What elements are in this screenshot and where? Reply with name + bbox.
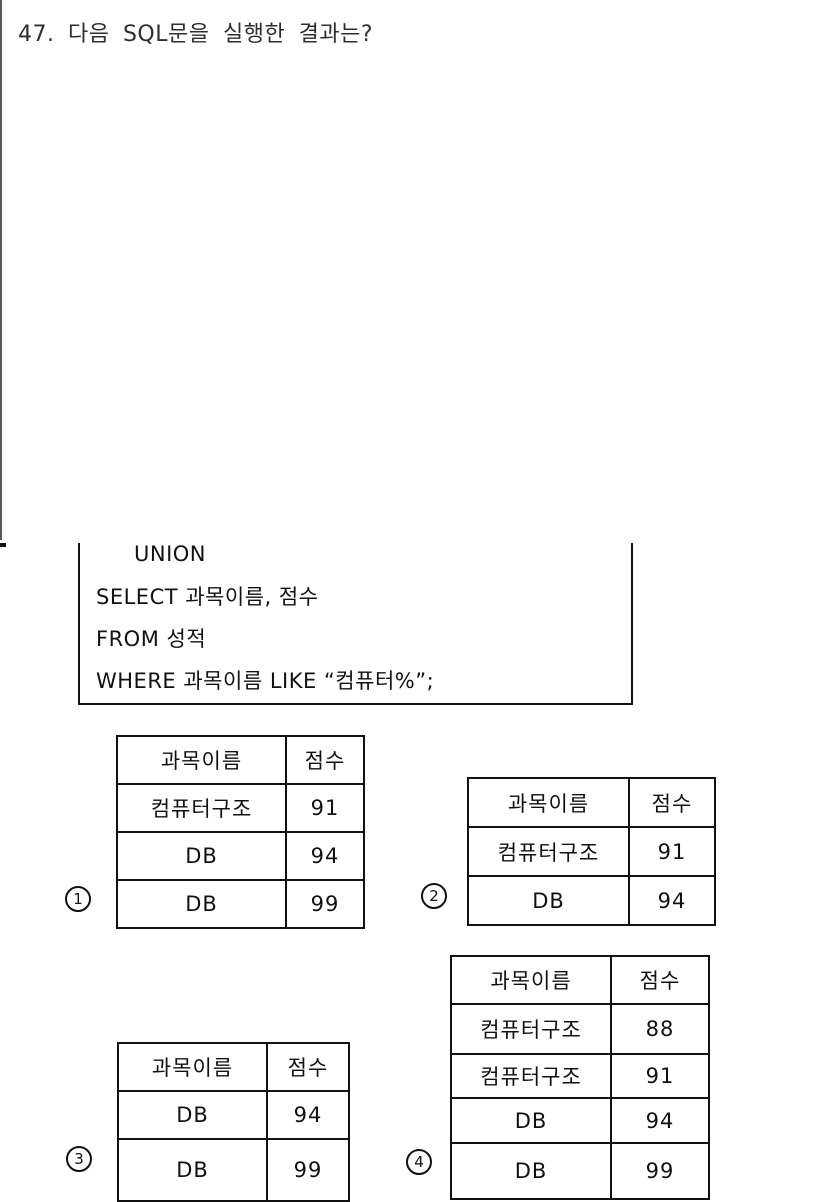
option-3-number: 3 — [74, 1150, 84, 1168]
cell-score: 91 — [628, 826, 716, 877]
column-header-subject: 과목이름 — [450, 955, 612, 1005]
cell-score: 91 — [285, 783, 365, 833]
cell-score: 94 — [610, 1097, 710, 1144]
table-row: 컴퓨터구조 91 — [116, 783, 365, 833]
sql-line-from: FROM 성적 — [96, 627, 207, 651]
cell-score: 99 — [610, 1142, 710, 1200]
cell-subject: 컴퓨터구조 — [450, 1003, 612, 1055]
option-2-marker: 2 — [421, 883, 447, 909]
column-header-score: 점수 — [628, 777, 716, 828]
table-row: DB 94 — [450, 1097, 710, 1144]
table-header-row: 과목이름 점수 — [467, 777, 716, 828]
option-4-table: 과목이름 점수 컴퓨터구조 88 컴퓨터구조 91 DB 94 DB 99 — [450, 955, 710, 1200]
option-2-table: 과목이름 점수 컴퓨터구조 91 DB 94 — [467, 777, 716, 926]
question-title: 47. 다음 SQL문을 실행한 결과는? — [18, 22, 374, 47]
option-1-number: 1 — [73, 890, 83, 908]
option-4-number: 4 — [414, 1153, 424, 1171]
table-header-row: 과목이름 점수 — [116, 735, 365, 785]
cell-score: 88 — [610, 1003, 710, 1055]
column-header-subject: 과목이름 — [117, 1042, 268, 1092]
table-row: 컴퓨터구조 88 — [450, 1003, 710, 1055]
cell-subject: 컴퓨터구조 — [116, 783, 287, 833]
sql-line-union: UNION — [134, 543, 207, 566]
cell-subject: DB — [450, 1142, 612, 1200]
cell-score: 94 — [285, 831, 365, 881]
table-header-row: 과목이름 점수 — [117, 1042, 350, 1092]
cell-subject: 컴퓨터구조 — [450, 1053, 612, 1099]
crop-artifact-dash — [0, 543, 6, 547]
column-header-score: 점수 — [266, 1042, 350, 1092]
option-1-table: 과목이름 점수 컴퓨터구조 91 DB 94 DB 99 — [116, 735, 365, 929]
table-row: DB 94 — [116, 831, 365, 881]
cell-subject: DB — [116, 831, 287, 881]
cell-score: 94 — [628, 875, 716, 926]
table-header-row: 과목이름 점수 — [450, 955, 710, 1005]
cell-score: 94 — [266, 1090, 350, 1140]
table-row: DB 94 — [117, 1090, 350, 1140]
option-3-marker: 3 — [66, 1146, 92, 1172]
cell-subject: DB — [117, 1090, 268, 1140]
column-header-subject: 과목이름 — [116, 735, 287, 785]
table-row: DB 94 — [467, 875, 716, 926]
table-row: DB 99 — [116, 879, 365, 929]
cell-score: 99 — [266, 1138, 350, 1202]
sql-line-select: SELECT 과목이름, 점수 — [96, 585, 319, 609]
cell-subject: DB — [450, 1097, 612, 1144]
column-header-subject: 과목이름 — [467, 777, 630, 828]
table-row: DB 99 — [450, 1142, 710, 1200]
table-row: 컴퓨터구조 91 — [450, 1053, 710, 1099]
cell-score: 99 — [285, 879, 365, 929]
cell-subject: 컴퓨터구조 — [467, 826, 630, 877]
option-4-marker: 4 — [406, 1149, 432, 1175]
column-header-score: 점수 — [285, 735, 365, 785]
table-row: 컴퓨터구조 91 — [467, 826, 716, 877]
cell-subject: DB — [116, 879, 287, 929]
column-header-score: 점수 — [610, 955, 710, 1005]
option-1-marker: 1 — [65, 886, 91, 912]
sql-code-box: UNION SELECT 과목이름, 점수 FROM 성적 WHERE 과목이름… — [78, 543, 633, 705]
cell-subject: DB — [467, 875, 630, 926]
cell-subject: DB — [117, 1138, 268, 1202]
option-2-number: 2 — [429, 887, 439, 905]
option-3-table: 과목이름 점수 DB 94 DB 99 — [117, 1042, 350, 1202]
sql-line-where: WHERE 과목이름 LIKE “컴퓨터%”; — [96, 669, 435, 693]
page-left-border-line — [0, 0, 2, 540]
cell-score: 91 — [610, 1053, 710, 1099]
table-row: DB 99 — [117, 1138, 350, 1202]
